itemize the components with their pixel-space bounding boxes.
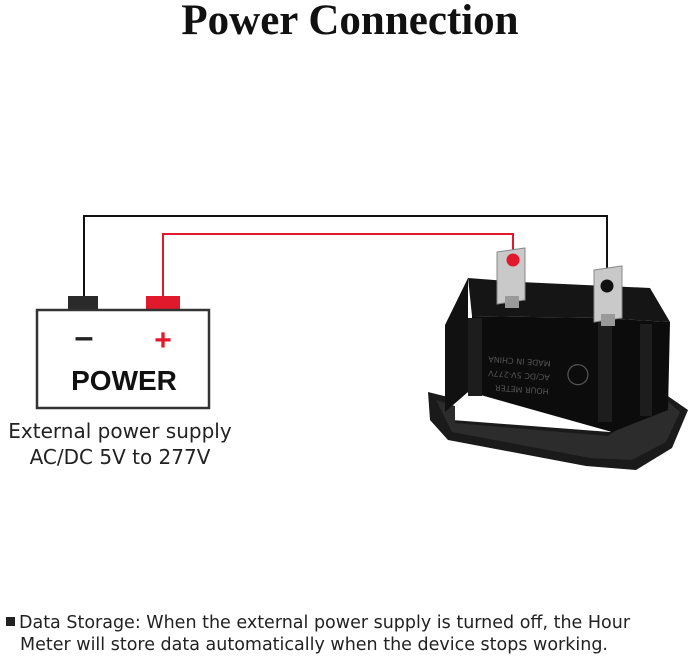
battery-label: POWER [71, 365, 177, 396]
device-label-line: HOUR METER [494, 383, 549, 396]
negative-terminal [68, 296, 98, 310]
hour-meter-device: HOUR METER AC/DC 5V-277V MADE IN CHINA [428, 247, 688, 470]
right-terminal-pin [593, 265, 623, 326]
positive-connection-dot [506, 253, 520, 267]
device-front [470, 316, 670, 432]
note-line2: Meter will store data automatically when… [20, 635, 608, 655]
device-label-line: AC/DC 5V-277V [487, 368, 550, 381]
bullet-icon [6, 617, 15, 626]
note-line1: Data Storage: When the external power su… [19, 613, 631, 633]
page-title: Power Connection [181, 0, 519, 44]
positive-terminal [146, 296, 180, 310]
battery: – + POWER [35, 296, 211, 410]
battery-body [35, 308, 211, 410]
plus-sign: + [154, 324, 172, 357]
negative-wire [83, 215, 608, 298]
positive-wire [162, 233, 514, 298]
minus-sign: – [75, 318, 94, 356]
device-side [445, 278, 468, 412]
power-supply-caption: External power supply AC/DC 5V to 277V [0, 418, 240, 470]
device-label-line: MADE IN CHINA [488, 354, 551, 367]
left-terminal-pin [496, 247, 526, 308]
supply-caption-line1: External power supply [8, 419, 232, 443]
device-label: HOUR METER AC/DC 5V-277V MADE IN CHINA [487, 354, 589, 396]
supply-caption-line2: AC/DC 5V to 277V [29, 445, 211, 469]
data-storage-note: Data Storage: When the external power su… [6, 612, 700, 656]
negative-connection-dot [600, 279, 614, 293]
